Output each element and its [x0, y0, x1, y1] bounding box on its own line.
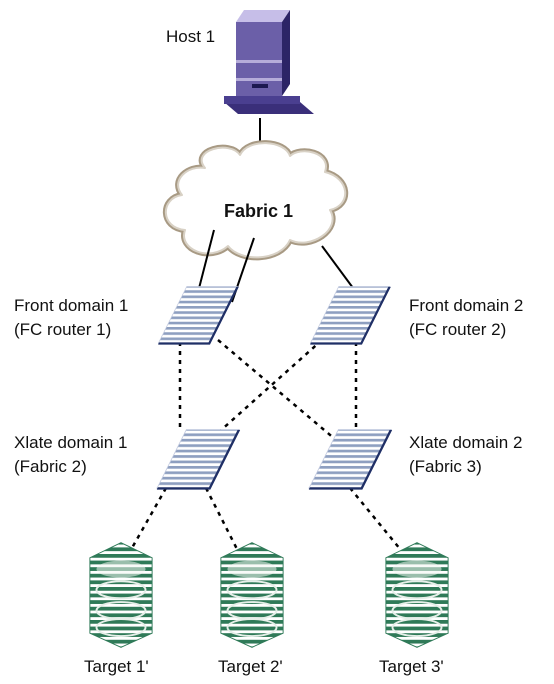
xlate-domain-1-label: Xlate domain 1: [14, 433, 128, 452]
xlate-1-icon: [155, 428, 241, 490]
router-1-icon: [156, 285, 240, 345]
link-fabric-router2: [321, 245, 357, 293]
host-label: Host 1: [166, 27, 216, 46]
xlate-2-icon: [307, 428, 393, 490]
storage-1-icon: [88, 541, 154, 649]
link-router1-xlate2: [217, 339, 337, 441]
link-xlate2-target3: [349, 487, 406, 556]
front-domain-1-sublabel: (FC router 1): [14, 320, 112, 339]
front-domain-1-label: Front domain 1: [14, 296, 129, 315]
storage-2-icon: [219, 541, 285, 649]
fabric-label: Fabric 1: [224, 201, 294, 221]
front-domain-2-label: Front domain 2: [409, 296, 524, 315]
target-1-label: Target 1': [84, 657, 149, 676]
xlate-domain-1-sublabel: (Fabric 2): [14, 457, 87, 476]
target-3-label: Target 3': [379, 657, 444, 676]
link-xlate1-target1: [126, 487, 168, 556]
server-icon: [224, 10, 314, 114]
front-domain-2-sublabel: (FC router 2): [409, 320, 507, 339]
xlate-domain-2-sublabel: (Fabric 3): [409, 457, 482, 476]
cloud-icon: [162, 140, 349, 261]
storage-3-icon: [384, 541, 450, 649]
router-2-icon: [308, 285, 392, 345]
target-2-label: Target 2': [218, 657, 283, 676]
link-router2-xlate1: [209, 339, 323, 441]
xlate-domain-2-label: Xlate domain 2: [409, 433, 523, 452]
link-xlate1-target2: [204, 487, 242, 556]
